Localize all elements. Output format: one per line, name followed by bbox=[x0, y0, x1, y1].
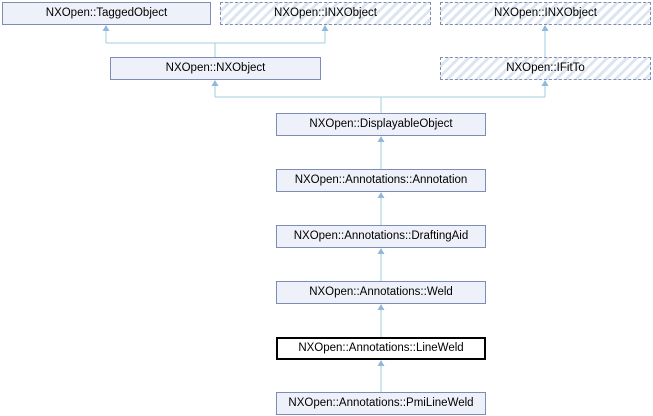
class-node-label: NXOpen::INXObject bbox=[494, 7, 597, 19]
class-node-annotation[interactable]: NXOpen::Annotations::Annotation bbox=[276, 169, 486, 192]
edge-weld-draftingaid bbox=[377, 248, 385, 281]
class-node-displayableobject[interactable]: NXOpen::DisplayableObject bbox=[276, 113, 486, 136]
edge-annotation-displayableobject bbox=[377, 136, 385, 169]
class-node-label: NXOpen::IFitTo bbox=[506, 62, 585, 74]
class-node-weld[interactable]: NXOpen::Annotations::Weld bbox=[276, 281, 486, 304]
class-node-nxobject[interactable]: NXOpen::NXObject bbox=[110, 57, 321, 80]
class-node-label: NXOpen::Annotations::Weld bbox=[309, 286, 453, 298]
class-node-label: NXOpen::TaggedObject bbox=[45, 7, 168, 19]
class-node-label: NXOpen::DisplayableObject bbox=[309, 118, 453, 130]
class-node-lineweld-current: NXOpen::Annotations::LineWeld bbox=[276, 337, 486, 360]
class-node-taggedobject[interactable]: NXOpen::TaggedObject bbox=[2, 2, 211, 25]
class-node-inxobject-2[interactable]: NXOpen::INXObject bbox=[440, 2, 651, 25]
class-node-label: NXOpen::Annotations::DraftingAid bbox=[293, 230, 469, 242]
edge-lineweld-weld bbox=[377, 304, 385, 337]
edge-displayableobject-parents bbox=[211, 80, 549, 113]
class-node-inxobject-1[interactable]: NXOpen::INXObject bbox=[220, 2, 431, 25]
edge-draftingaid-annotation bbox=[377, 192, 385, 225]
edge-pmilineweld-lineweld bbox=[377, 360, 385, 392]
class-node-label: NXOpen::Annotations::LineWeld bbox=[298, 342, 464, 354]
edge-ifitto-inxobject bbox=[541, 25, 549, 57]
class-node-label: NXOpen::Annotations::PmiLineWeld bbox=[288, 397, 474, 409]
class-node-pmilineweld[interactable]: NXOpen::Annotations::PmiLineWeld bbox=[276, 392, 486, 415]
class-node-label: NXOpen::INXObject bbox=[274, 7, 377, 19]
edge-nxobject-parents bbox=[102, 25, 329, 57]
class-node-ifitto[interactable]: NXOpen::IFitTo bbox=[440, 57, 651, 80]
class-node-label: NXOpen::Annotations::Annotation bbox=[294, 174, 468, 186]
class-node-label: NXOpen::NXObject bbox=[165, 62, 266, 74]
class-node-draftingaid[interactable]: NXOpen::Annotations::DraftingAid bbox=[276, 225, 486, 248]
